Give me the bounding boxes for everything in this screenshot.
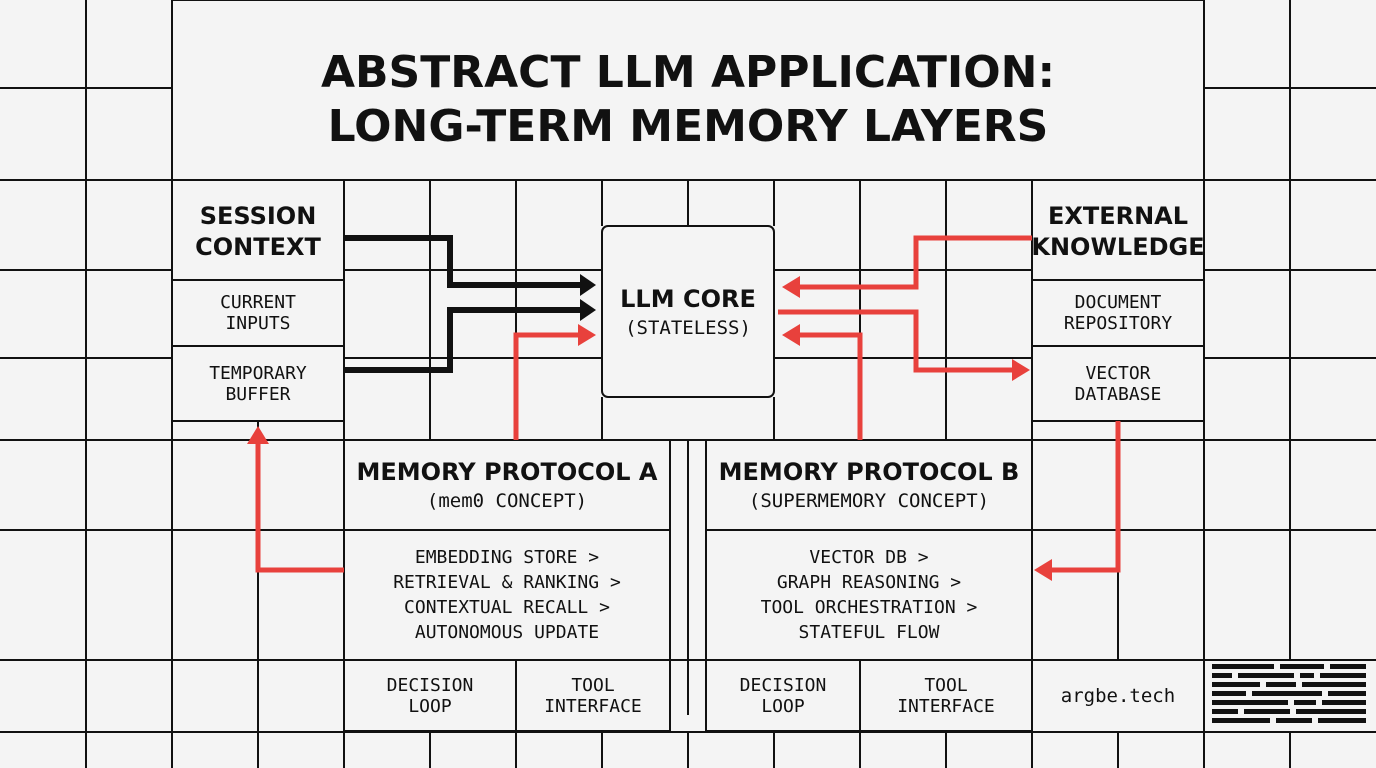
llm-core-box [601,225,775,398]
vector-database-label: VECTOR DATABASE [1074,362,1162,405]
temporary-buffer-label: TEMPORARY BUFFER [209,362,307,405]
panels [171,0,1205,733]
protocol-b-title: MEMORY PROTOCOL B [718,457,1020,486]
session-inputs-arrow [344,235,582,288]
session-context-panel [171,179,345,422]
protocol-a-panel [343,439,671,732]
document-repository-label: DOCUMENT REPOSITORY [1063,292,1173,334]
protocol-b-tool-interface: TOOL INTERFACE [897,675,995,717]
arrowhead-black-2 [580,299,596,321]
session-buffer-arrow [344,307,582,373]
barcode-logo [1212,664,1366,723]
arrowhead-black-1 [580,274,596,296]
core-to-vector-db-arrow [778,309,1012,373]
title-panel [171,0,1205,181]
protocol-b-panel [705,439,1033,732]
protocol-a-to-buffer-arrow [255,444,344,573]
protocol-a-to-core-arrow [513,332,582,440]
red-arrowheads [247,276,1052,581]
vector-db-to-protocol-b-arrow [1052,421,1121,573]
protocol-a-tool-interface: TOOL INTERFACE [544,675,642,717]
protocol-b-steps: VECTOR DB > GRAPH REASONING > TOOL ORCHE… [760,547,978,643]
diagram-title-line-1: ABSTRACT LLM APPLICATION: [320,47,1056,98]
session-to-core-arrows [344,235,582,373]
protocol-a-title: MEMORY PROTOCOL A [356,457,658,486]
knowledge-to-core-arrow [796,235,1032,290]
black-arrowheads [580,274,596,321]
protocol-b-subtitle: (SUPERMEMORY CONCEPT) [748,489,990,512]
protocol-a-subtitle: (mem0 CONCEPT) [426,489,588,512]
llm-core-subtitle: (STATELESS) [625,316,751,339]
panel-dividers [172,279,1204,732]
session-context-title: SESSION CONTEXT [195,202,321,261]
red-arrows [255,235,1121,573]
external-knowledge-title: EXTERNAL KNOWLEDGE [1031,202,1205,261]
external-knowledge-panel [1031,179,1205,422]
diagram-title-line-2: LONG-TERM MEMORY LAYERS [327,101,1049,152]
current-inputs-label: CURRENT INPUTS [220,292,296,334]
protocol-a-steps: EMBEDDING STORE > RETRIEVAL & RANKING > … [393,547,621,643]
protocol-a-decision-loop: DECISION LOOP [386,675,474,717]
protocol-b-decision-loop: DECISION LOOP [739,675,827,717]
protocol-b-to-core-arrow [796,332,863,440]
brand-panel [1031,659,1205,733]
brand-label: argbe.tech [1060,684,1176,707]
llm-core-title: LLM CORE [620,285,756,313]
